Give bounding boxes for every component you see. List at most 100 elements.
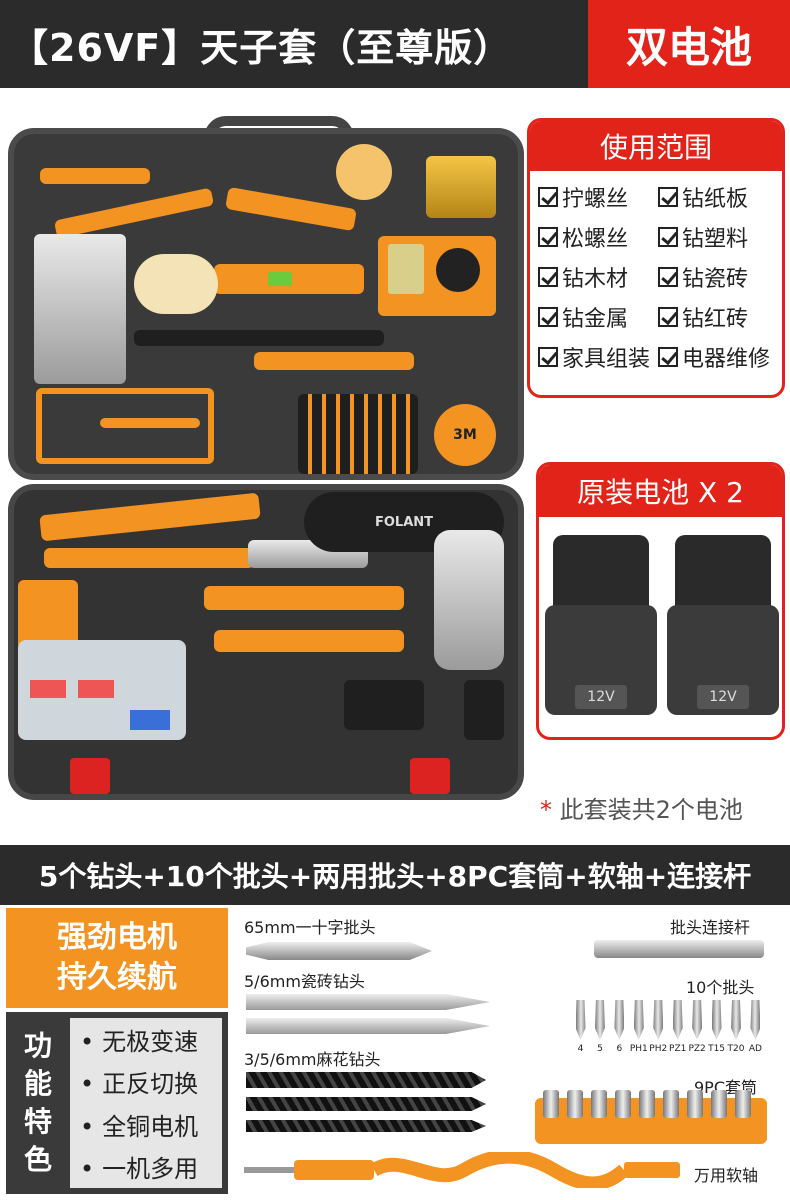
twist-bit-icon xyxy=(246,1097,486,1111)
screwdriver-long xyxy=(134,330,384,346)
tape-measure xyxy=(134,254,218,314)
battery-voltage: 12V xyxy=(575,685,627,709)
charger xyxy=(464,680,504,740)
battery-voltage: 12V xyxy=(697,685,749,709)
shaft-label: 万用软轴 xyxy=(694,1166,759,1185)
bit-item: PZ2 xyxy=(688,1000,706,1066)
bit-item: T20 xyxy=(728,1000,745,1066)
dual-battery-badge: 双电池 xyxy=(588,0,790,88)
extension-label: 批头连接杆 xyxy=(670,918,751,937)
twist-bit-icon xyxy=(246,1120,486,1132)
feature-item: 全铜电机 xyxy=(80,1107,222,1142)
case-latch-left xyxy=(70,758,110,794)
usage-item: 钻瓷砖 xyxy=(658,261,778,293)
voltage-tester xyxy=(100,418,200,428)
battery-note-text: 此套装共2个电池 xyxy=(559,796,743,824)
water-pump-pliers xyxy=(214,630,404,652)
cross-bit-icon xyxy=(246,942,432,960)
feature-item: 无极变速 xyxy=(80,1022,222,1057)
multimeter-icon xyxy=(378,236,496,316)
spirit-level xyxy=(214,264,364,294)
tape-measure-3m: 3M xyxy=(434,404,496,466)
case-base: FOLANT xyxy=(8,484,524,800)
battery-icon: 12V xyxy=(545,535,657,715)
usage-item: 钻纸板 xyxy=(658,181,778,213)
usage-item: 钻木材 xyxy=(538,261,658,293)
pliers xyxy=(39,492,261,542)
case-latch-right xyxy=(410,758,450,794)
check-icon xyxy=(658,307,678,327)
bit-item: 5 xyxy=(591,1000,608,1066)
bit-item: PH2 xyxy=(649,1000,667,1066)
utility-knife xyxy=(40,168,150,184)
check-icon xyxy=(658,347,678,367)
usage-title: 使用范围 xyxy=(530,121,782,171)
hex-key-set xyxy=(18,580,78,650)
usage-item: 钻红砖 xyxy=(658,301,778,333)
flex-shaft-icon xyxy=(244,1152,680,1188)
check-icon xyxy=(658,187,678,207)
check-icon xyxy=(538,187,558,207)
features-label: 功 能 特 色 xyxy=(23,1029,52,1176)
bit-item: PZ1 xyxy=(669,1000,686,1066)
bit-item: AD xyxy=(747,1000,764,1066)
battery-card: 原装电池 X 2 12V 12V xyxy=(536,462,785,740)
usage-item: 钻塑料 xyxy=(658,221,778,253)
motor-line-2: 持久续航 xyxy=(57,960,177,995)
bits-count-label: 10个批头 xyxy=(686,978,755,997)
check-icon xyxy=(538,347,558,367)
twist-bit-label: 3/5/6mm麻花钻头 xyxy=(244,1050,381,1069)
header-banner: 【26VF】天子套（至尊版） 双电池 xyxy=(0,0,790,88)
bit-item: 4 xyxy=(572,1000,589,1066)
tile-bit-label: 5/6mm瓷砖钻头 xyxy=(244,972,365,991)
extension-rod-icon xyxy=(594,940,764,958)
tile-bit-icon xyxy=(246,994,490,1010)
drill-handle xyxy=(434,530,504,670)
check-icon xyxy=(658,227,678,247)
bit-set xyxy=(426,156,496,218)
feature-item: 正反切换 xyxy=(80,1064,222,1099)
screw-assortment-box xyxy=(18,640,186,740)
accessory-banner: 5个钻头+10个批头+两用批头+8PC套筒+软轴+连接杆 xyxy=(0,845,790,905)
usage-item: 松螺丝 xyxy=(538,221,658,253)
features-panel: 功 能 特 色 无极变速 正反切换 全铜电机 一机多用 xyxy=(6,1012,228,1194)
asterisk: * xyxy=(540,796,552,824)
usage-item: 拧螺丝 xyxy=(538,181,658,213)
bit-item: PH1 xyxy=(630,1000,648,1066)
drill-bit-rack xyxy=(34,234,126,384)
adjustable-wrench xyxy=(53,187,215,239)
tape-label: 3M xyxy=(453,427,477,443)
hacksaw xyxy=(36,388,214,464)
check-icon xyxy=(658,267,678,287)
motor-highlight: 强劲电机 持久续航 xyxy=(6,908,228,1008)
check-icon xyxy=(538,307,558,327)
cross-bit-label: 65mm一十字批头 xyxy=(244,918,376,937)
tile-bit-icon xyxy=(246,1018,490,1034)
precision-screwdrivers xyxy=(298,394,418,474)
twist-bit-icon xyxy=(246,1072,486,1088)
case-lid: 3M xyxy=(8,128,524,480)
usage-list: 拧螺丝 钻纸板 松螺丝 钻塑料 钻木材 钻瓷砖 钻金属 钻红砖 家具组装 电器维… xyxy=(530,171,782,373)
wire-stripper xyxy=(225,186,357,232)
battery-pack xyxy=(344,680,424,730)
bit-item: 6 xyxy=(611,1000,628,1066)
battery-title: 原装电池 X 2 xyxy=(539,465,782,517)
usage-scope-card: 使用范围 拧螺丝 钻纸板 松螺丝 钻塑料 钻木材 钻瓷砖 钻金属 钻红砖 家具组… xyxy=(527,118,785,398)
battery-note: * 此套装共2个电池 xyxy=(540,790,743,825)
usage-item: 家具组装 xyxy=(538,341,658,373)
feature-item: 一机多用 xyxy=(80,1149,222,1184)
screwdriver xyxy=(254,352,414,370)
screwdriver-bits: 4 5 6 PH1 PH2 PZ1 PZ2 T15 T20 AD xyxy=(572,1000,764,1066)
long-nose-pliers xyxy=(44,548,254,568)
toolbox-photo: 3M FOLANT xyxy=(8,116,524,800)
motor-line-1: 强劲电机 xyxy=(57,920,177,955)
check-icon xyxy=(538,267,558,287)
tape-roll xyxy=(336,144,392,200)
usage-item: 电器维修 xyxy=(658,341,778,373)
usage-item: 钻金属 xyxy=(538,301,658,333)
socket-set-icon xyxy=(535,1090,767,1144)
brand-label: FOLANT xyxy=(374,514,434,530)
product-title: 【26VF】天子套（至尊版） xyxy=(0,0,588,88)
battery-icon: 12V xyxy=(667,535,779,715)
check-icon xyxy=(538,227,558,247)
